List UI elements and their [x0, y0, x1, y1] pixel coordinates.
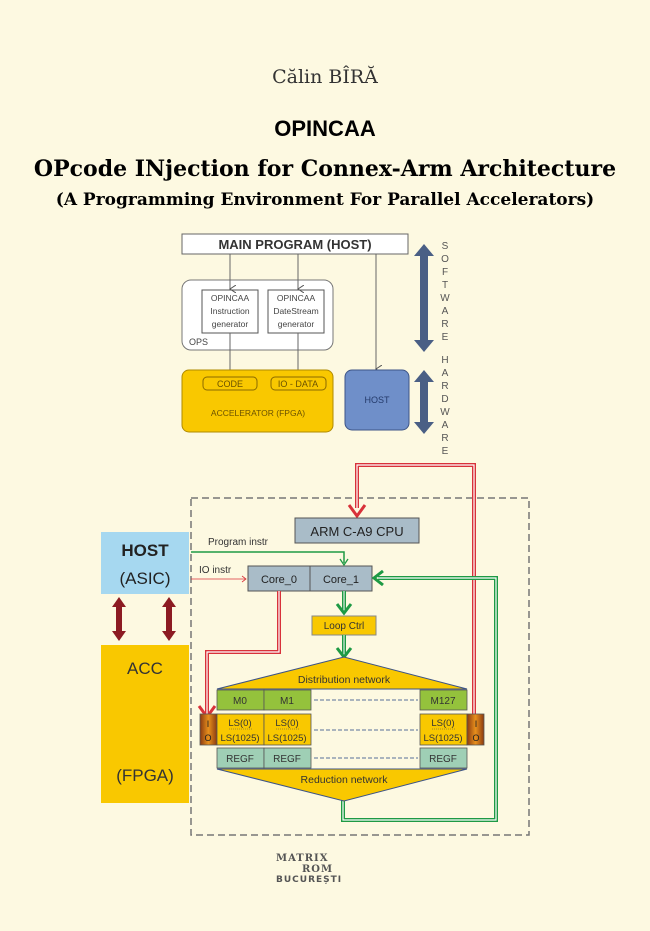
arm-cpu-label: ARM C-A9 CPU: [310, 524, 403, 539]
svg-text:A: A: [442, 306, 449, 317]
local-store-1: [263, 713, 312, 746]
book-tagline: (A Programming Environment For Parallel …: [55, 190, 595, 210]
arrow-to-cpu-icon: [347, 504, 367, 519]
core1-label: Core_1: [323, 574, 359, 586]
m127-label: M127: [430, 696, 455, 707]
io-data-box: [270, 376, 327, 391]
acc-subtitle: (FPGA): [116, 766, 174, 785]
ls-bottom-label: LS(1025): [423, 733, 462, 744]
io-right-o: O: [472, 733, 479, 743]
module-m127: [419, 689, 468, 711]
book-subtitle: OPcode INjection for Connex-Arm Architec…: [33, 156, 617, 182]
datastream-generator-box: [267, 289, 325, 334]
instruction-generator-box: [201, 289, 259, 334]
svg-text:W: W: [440, 407, 450, 418]
host-acc-double-arrow-icon: [162, 597, 176, 641]
publisher-line1: MATRIX: [276, 853, 329, 864]
publisher-line3: BUCUREȘTI: [276, 875, 343, 885]
svg-text:E: E: [442, 332, 449, 343]
ls-top-label: LS(0): [431, 718, 454, 729]
core0-label: Core_0: [261, 574, 297, 586]
acc-title: ACC: [127, 659, 163, 678]
svg-text:T: T: [442, 280, 448, 291]
accelerator-label: ACCELERATOR (FPGA): [211, 408, 305, 418]
core1-box: [309, 565, 373, 592]
svg-text:A: A: [442, 420, 449, 431]
m0-label: M0: [233, 696, 247, 707]
loop-ctrl-label: Loop Ctrl: [324, 621, 365, 632]
core0-box: [247, 565, 311, 592]
publisher-line2: ROM: [302, 864, 334, 875]
ls-bottom-label: LS(1025): [267, 733, 306, 744]
regf-1: [263, 747, 312, 769]
host-hw-box: [344, 369, 410, 431]
code-box: [202, 376, 258, 391]
publisher-logo: MATRIX ROM BUCUREȘTI: [276, 853, 356, 885]
svg-text:E: E: [442, 446, 449, 457]
author-name: Călin BÎRĂ: [272, 66, 378, 88]
svg-text:D: D: [441, 394, 448, 405]
svg-text:F: F: [442, 267, 448, 278]
host-asic-box: [101, 532, 189, 594]
data-gen-line2: DateStream: [273, 306, 318, 316]
m1-label: M1: [280, 696, 294, 707]
architecture-diagram: HOST (ASIC) ACC (FPGA) ARM C-A9 CPU Prog…: [101, 463, 530, 836]
ops-label: OPS: [189, 337, 208, 347]
acc-fpga-box: [101, 645, 189, 803]
host-asic-subtitle: (ASIC): [120, 569, 171, 588]
book-title: OPINCAA: [274, 116, 376, 141]
software-double-arrow-icon: [414, 244, 434, 352]
arrow-to-core1-icon: [371, 569, 384, 587]
host-asic-title: HOST: [121, 541, 169, 560]
svg-text:R: R: [441, 381, 448, 392]
arm-cpu-box: [294, 517, 420, 544]
distribution-label: Distribution network: [298, 674, 391, 686]
code-label: CODE: [217, 379, 243, 389]
regf-127: [419, 747, 468, 769]
distribution-network: [216, 656, 468, 690]
host-acc-double-arrow-icon: [112, 597, 126, 641]
io-right-block: [466, 713, 485, 746]
reduction-network: [216, 768, 468, 802]
svg-text:A: A: [442, 368, 449, 379]
reduction-label: Reduction network: [301, 774, 389, 786]
io-right-i: I: [475, 719, 478, 729]
svg-text:O: O: [441, 254, 449, 265]
hardware-vertical-label: H A R D W A R E: [440, 355, 450, 457]
main-program-label: MAIN PROGRAM (HOST): [218, 237, 371, 252]
module-m1: [263, 689, 312, 711]
regf-label: REGF: [226, 754, 254, 765]
instr-gen-line2: Instruction: [210, 306, 249, 316]
software-hardware-diagram: MAIN PROGRAM (HOST) OPS OPINCAA Instruct…: [181, 233, 450, 457]
svg-text:R: R: [441, 433, 448, 444]
svg-text:S: S: [442, 241, 449, 252]
fpga-boundary: [190, 497, 530, 836]
svg-text:R: R: [441, 319, 448, 330]
regf-label: REGF: [429, 754, 457, 765]
data-gen-line1: OPINCAA: [277, 293, 316, 303]
main-program-box: [181, 233, 409, 255]
instr-gen-line1: OPINCAA: [211, 293, 250, 303]
regf-label: REGF: [273, 754, 301, 765]
svg-text:H: H: [441, 355, 448, 366]
io-left-o: O: [204, 733, 211, 743]
host-hw-label: HOST: [364, 395, 390, 405]
io-instr-label: IO instr: [199, 565, 232, 576]
program-instr-label: Program instr: [208, 537, 269, 548]
io-data-label: IO - DATA: [278, 379, 318, 389]
ls-top-label: LS(0): [275, 718, 298, 729]
software-vertical-label: S O F T W A R E: [440, 241, 450, 343]
ls-bottom-label: LS(1025): [220, 733, 259, 744]
hardware-double-arrow-icon: [414, 370, 434, 434]
data-gen-line3: generator: [278, 319, 315, 329]
ls-top-label: LS(0): [228, 718, 251, 729]
accelerator-box: [181, 369, 334, 433]
svg-text:W: W: [440, 293, 450, 304]
arrow-to-loop-icon: [335, 603, 353, 616]
instr-gen-line3: generator: [212, 319, 249, 329]
io-left-i: I: [207, 719, 210, 729]
